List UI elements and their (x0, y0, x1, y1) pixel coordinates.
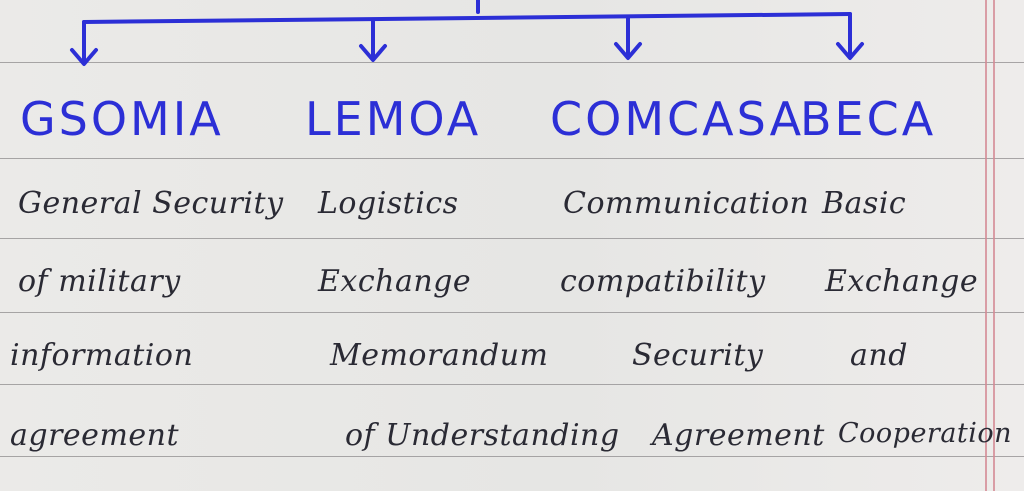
comcasa-line-3: Security (632, 338, 764, 373)
branch-arrow (359, 18, 387, 62)
ruled-line (0, 456, 1024, 457)
branch-arrow (614, 15, 642, 60)
node-title-beca: BECA (800, 92, 937, 146)
lemoa-line-3: Memorandum (330, 338, 549, 373)
comcasa-line-2: compatibility (560, 264, 766, 299)
node-title-gsomia: GSOMIA (20, 92, 224, 146)
ruled-line (0, 238, 1024, 239)
ruled-line (0, 312, 1024, 313)
branch-arrow (70, 20, 98, 66)
node-title-lemoa: LEMOA (305, 92, 482, 146)
lemoa-line-2: Exchange (318, 264, 472, 299)
gsomia-line-4: agreement (10, 418, 180, 453)
ruled-line (0, 62, 1024, 63)
comcasa-line-4: Agreement (652, 418, 825, 453)
comcasa-line-1: Communication (563, 186, 810, 221)
gsomia-line-2: of military (18, 264, 181, 299)
margin-line (985, 0, 987, 491)
gsomia-line-3: information (10, 338, 194, 373)
lemoa-line-1: Logistics (318, 186, 459, 221)
branch-bar (82, 12, 852, 24)
branch-arrow (836, 12, 864, 60)
beca-line-2: Exchange (825, 264, 979, 299)
ruled-line (0, 158, 1024, 159)
beca-line-1: Basic (822, 186, 907, 221)
beca-line-4: Cooperation (838, 418, 1013, 449)
margin-line (993, 0, 995, 491)
gsomia-line-1: General Security (18, 186, 284, 221)
beca-line-3: and (850, 338, 908, 373)
node-title-comcasa: COMCASA (550, 92, 805, 146)
lemoa-line-4: of Understanding (345, 418, 620, 453)
ruled-line (0, 384, 1024, 385)
